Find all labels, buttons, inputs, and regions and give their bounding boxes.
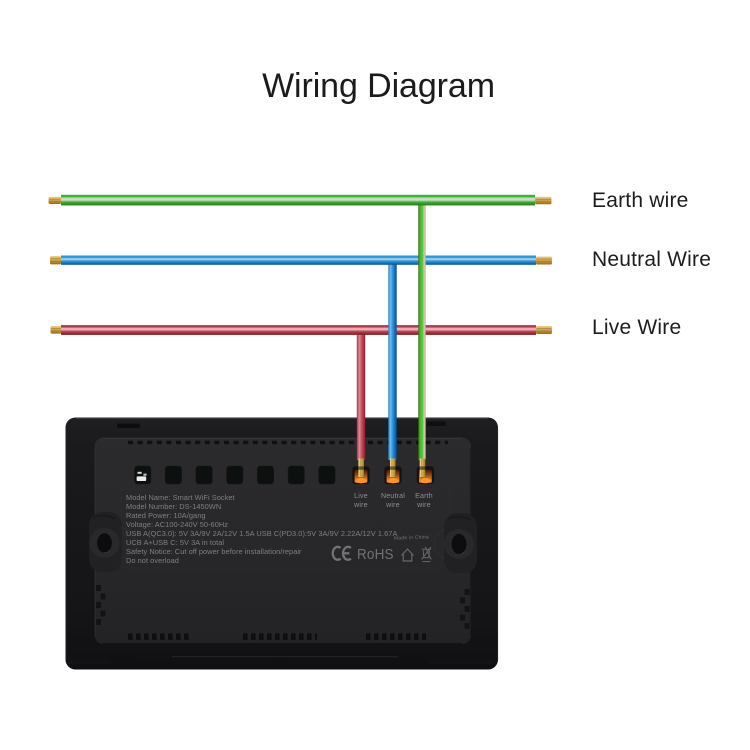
reset-connector xyxy=(134,465,152,485)
socket-inner-panel xyxy=(94,437,471,644)
spec-line-usb-total: UCB A+USB C: 5V 3A in total xyxy=(126,538,225,547)
rohs-mark: RoHS xyxy=(357,545,394,563)
earth-wire-horizontal xyxy=(48,194,552,206)
ce-mark-icon xyxy=(331,545,352,561)
live-wire-label: Live Wire xyxy=(592,316,682,339)
live-wire-vertical xyxy=(356,329,366,477)
spec-line-rated-power: Rated Power: 10A/gang xyxy=(126,511,206,520)
mounting-hole-right xyxy=(433,513,477,573)
earth-wire-vertical xyxy=(418,198,426,477)
spec-line-overload: Do not overload xyxy=(126,556,179,565)
made-in-china-text: Made in China xyxy=(393,534,429,542)
live-wire-horizontal xyxy=(50,325,552,335)
side-vents-left xyxy=(96,585,106,625)
smart-socket-back xyxy=(65,417,499,670)
terminal-label-live: Live wire xyxy=(354,493,368,510)
green-home-icon xyxy=(401,548,414,562)
spec-line-model-name: Model Name: Smart WiFi Socket xyxy=(126,493,235,502)
device-spec-text: Model Name: Smart WiFi Socket Model Numb… xyxy=(126,493,397,565)
spec-line-safety: Safety Notice: Cut off power before inst… xyxy=(126,547,302,556)
neutral-wire-vertical xyxy=(388,259,397,477)
weee-bin-icon xyxy=(421,546,432,563)
earth-wire-label: Earth wire xyxy=(592,189,689,212)
spec-line-model-number: Model Number: DS-1450WN xyxy=(126,502,222,511)
page-title: Wiring Diagram xyxy=(262,67,495,105)
terminal-label-earth: Earth wire xyxy=(415,493,433,510)
spec-line-usb: USB A(QC3.0): 5V 3A/9V 2A/12V 1.5A USB C… xyxy=(126,529,398,538)
neutral-wire-label: Neutral Wire xyxy=(592,248,712,271)
spec-line-voltage: Voltage: AC100-240V 50-60Hz xyxy=(126,520,229,529)
side-vents-right xyxy=(460,589,470,629)
mounting-hole-left xyxy=(89,512,136,572)
terminal-cavity-shadows xyxy=(353,466,433,470)
neutral-wire-horizontal xyxy=(50,255,552,265)
terminal-sockets xyxy=(164,465,336,485)
terminal-label-neutral: Neutral wire xyxy=(381,493,405,510)
